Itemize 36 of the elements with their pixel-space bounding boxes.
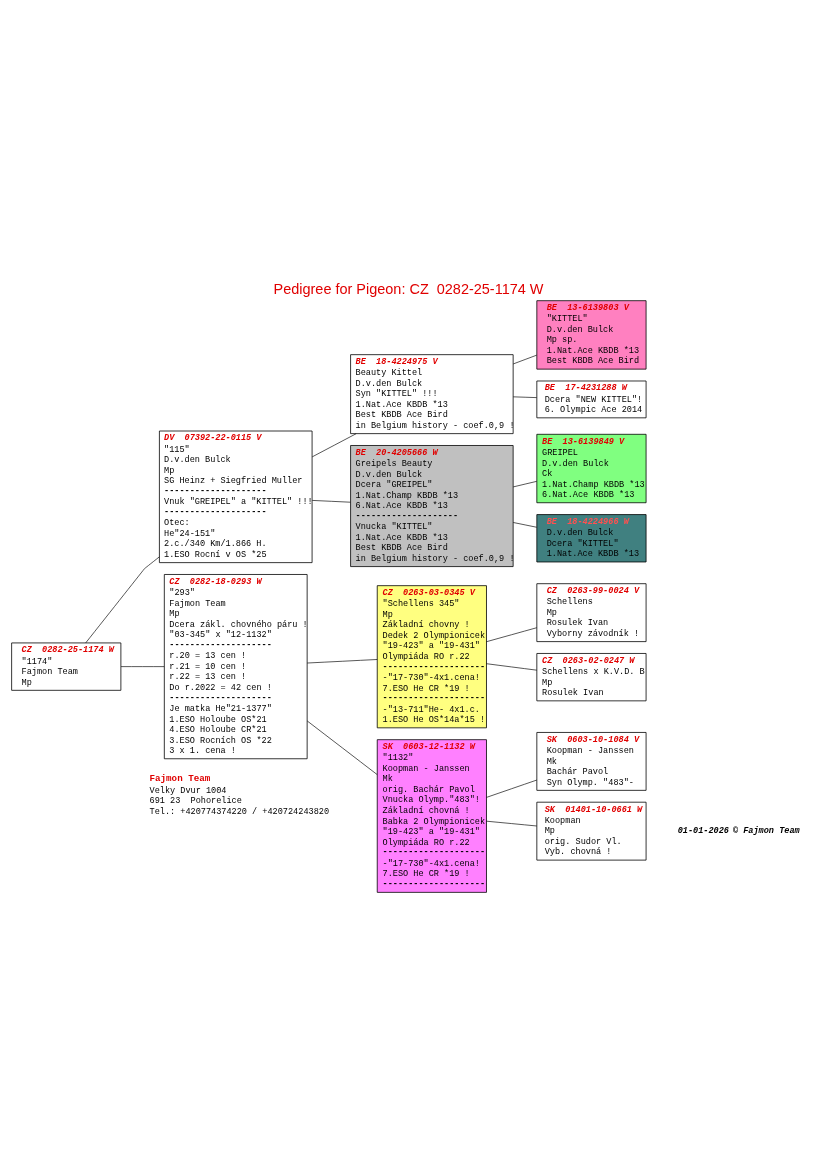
diagram-title: Pedigree for Pigeon: CZ 0282-25-1174 W [273,280,543,297]
node-box: BE 18-4224975 V Beauty Kittel D.v.den Bulck Syn "KITTEL" !!! 1.Nat.Ace KBDB *13 Best KBDB Ace Bird in Belgium history - coef.0,9 ! [349,354,514,435]
connector [512,354,537,365]
label: 01-01-2026 [677,825,729,836]
connector [311,433,356,458]
node-box: CZ 0282-18-0293 W "293" Fajmon Team Mp Dcera zákl. chovného páru ! "03-345" x "12-1132" -------------------- r.20 = 13 cen ! r.21 = 10 cen ! r.22 = 13 cen ! Do r.2022 = 42 cen ! -------------------- Je matka He"21-1377" 1.ESO Holoube OS*21 4.ESO Holoube CR*21 3.ESO Rocních OS *22 3 x 1. cena ! [163,574,308,760]
connector [512,481,537,488]
connector [485,820,537,827]
connector [485,663,537,671]
label: 691 23 Pohorelice [149,796,242,807]
connector [120,666,164,667]
connector [512,396,537,398]
connector [485,627,537,643]
node-box: SK 01401-10-0661 W Koopman Mp orig. Sudor Vl. Vyb. chovná ! [535,801,646,861]
connector [485,779,537,798]
node-box: BE 13-6139849 V GREIPEL D.v.den Bulck Ck 1.Nat.Champ KBDB *13 6.Nat.Ace KBDB *13 [535,433,646,504]
connector [306,720,377,775]
label: © Fajmon Team [732,825,800,836]
connector [311,500,351,503]
label: Fajmon Team [149,773,210,785]
label: Tel.: +420774374220 / +420724243820 [149,806,329,817]
node-box: CZ 0263-02-0247 W Schellens x K.V.D. B Mp Rosulek Ivan [535,653,646,702]
node-box: SK 0603-10-1084 V Koopman - Janssen Mk Bachár Pavol Syn Olymp. "483"- [535,732,646,791]
connector [84,556,160,644]
node-box: CZ 0263-99-0024 V Schellens Mp Rosulek Ivan Vyborny závodník ! [535,583,646,642]
node-box: BE 13-6139803 V "KITTEL" D.v.den Bulck Mp sp. 1.Nat.Ace KBDB *13 Best KBDB Ace Bird [535,300,646,370]
connector [512,522,537,528]
node-box: CZ 0282-25-1174 W "1174" Fajmon Team Mp [10,642,121,691]
label: Velky Dvur 1004 [149,785,226,796]
node-box: CZ 0263-03-0345 V "Schellens 345" Mp Základní chovny ! Dedek 2 Olympionicek "19-423" a "19-431" Olympiáda RO r.22 -------------------- -"17-730"-4x1.cena! 7.ESO He CR *19 ! -------------------- -"13-711"He- 4x1.c. 1.ESO He OS*14a*15 ! [376,585,487,729]
connector [306,659,377,664]
node-box: DV 07392-22-0115 V "115" D.v.den Bulck Mp SG Heinz + Siegfried Muller -------------------- Vnuk "GREIPEL" a "KITTEL" !!! -------------------- Otec: He"24-151" 2.c./340 Km/1.866 H. 1.ESO Rocní v OS *25 [158,430,312,564]
node-box: BE 18-4224966 W D.v.den Bulck Dcera "KITTEL" 1.Nat.Ace KBDB *13 [535,514,646,563]
node-box: BE 20-4205666 W Greipels Beauty D.v.den Bulck Dcera "GREIPEL" 1.Nat.Champ KBDB *13 6.Nat.Ace KBDB *13 -------------------- Vnucka "KITTEL" 1.Nat.Ace KBDB *13 Best KBDB Ace Bird in Belgium history - coef.0,9 ! [349,445,514,567]
node-box: SK 0603-12-1132 W "1132" Koopman - Janssen Mk orig. Bachár Pavol Vnucka Olymp."483"! Základní chovná ! Babka 2 Olympionicek "19-423" a "19-431" Olympiáda RO r.22 -------------------- -"17-730"-4x1.cena! 7.ESO He CR *19 ! -------------------- [376,739,487,893]
node-box: BE 17-4231288 W Dcera "NEW KITTEL"! 6. Olympic Ace 2014 [535,380,646,419]
